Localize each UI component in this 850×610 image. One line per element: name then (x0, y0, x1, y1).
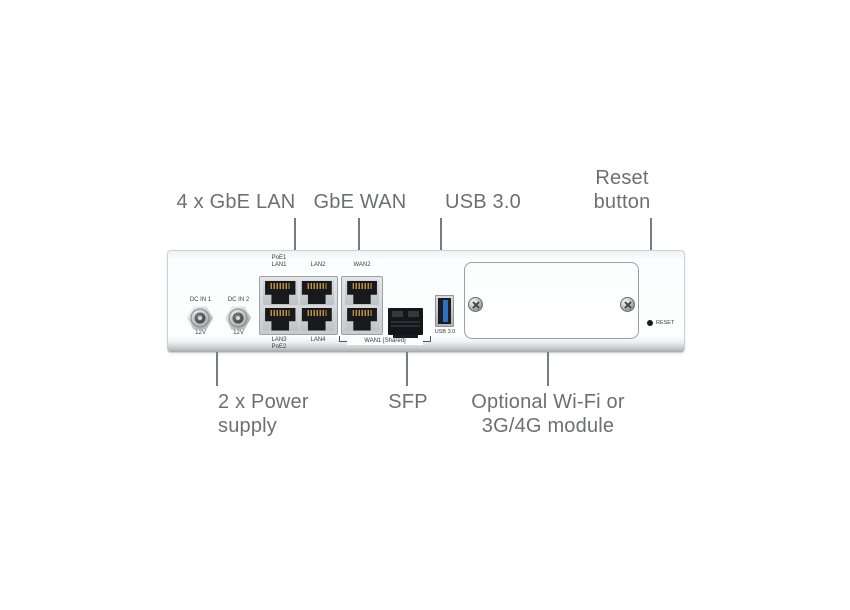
callout-power-supply: 2 x Power supply (218, 390, 388, 438)
sfp-port-detail-left (392, 311, 403, 317)
callout-gbe-wan: GbE WAN (290, 190, 430, 214)
wan1-port (345, 306, 379, 331)
callout-4x-gbe-lan-text: 4 x GbE LAN (176, 191, 296, 213)
lan3-port-pins (270, 309, 290, 316)
usb-blue-tongue (443, 300, 448, 322)
lan3-port (263, 306, 298, 331)
lan3-label: LAN3 (271, 337, 287, 343)
wan2-port-pins (352, 283, 372, 289)
dc-in-2-connector (225, 305, 251, 331)
callout-reset-line2: button (593, 191, 651, 213)
wan1-shared-bracket-left-tick (339, 336, 340, 342)
device-rear-panel: DC IN 1 12V DC IN 2 12V PoE1 LAN1 LAN2 W… (167, 250, 685, 353)
usb-port-cavity (438, 298, 451, 324)
poe2-label: PoE2 (271, 344, 287, 350)
expansion-module-plate (464, 262, 639, 339)
wan-port-block (341, 276, 383, 335)
callout-sfp: SFP (338, 390, 478, 414)
sfp-port-detail-right (408, 311, 419, 317)
leader-line-wan (358, 218, 360, 256)
leader-line-module (547, 352, 549, 386)
callout-module-line2: 3G/4G module (481, 415, 615, 437)
wan2-port (345, 280, 379, 305)
dc-in-1-center-pin (198, 316, 202, 320)
callout-4x-gbe-lan: 4 x GbE LAN (166, 190, 306, 214)
lan4-label: LAN4 (310, 337, 326, 343)
poe1-label: PoE1 (271, 255, 287, 261)
leader-line-sfp (406, 352, 408, 386)
callout-power-line2: supply (218, 415, 278, 437)
dc-in-2-center-pin (236, 316, 240, 320)
wan1-shared-bracket-right-tick (430, 336, 431, 342)
wan1-shared-label: WAN1 [Shared] (347, 338, 423, 345)
leader-line-power (216, 352, 218, 386)
callout-usb-3-0-text: USB 3.0 (445, 191, 521, 213)
usb-port-label: USB 3.0 (434, 329, 456, 335)
lan-port-block (259, 276, 338, 335)
lan4-port-pins (307, 309, 327, 316)
sfp-port-latch (393, 335, 418, 339)
dc-in-1-connector (187, 305, 213, 331)
module-screw-left (468, 297, 483, 312)
lan1-port (263, 280, 298, 305)
dc-in-2-label: DC IN 2 (227, 297, 250, 303)
callout-wifi-module: Optional Wi-Fi or 3G/4G module (448, 390, 648, 438)
dc-in-2-voltage-label: 12V (233, 330, 244, 336)
usb-3-0-port (435, 295, 454, 327)
lan2-port (299, 280, 334, 305)
lan1-label: LAN1 (271, 262, 287, 268)
callout-gbe-wan-text: GbE WAN (313, 191, 407, 213)
reset-button-dot (647, 320, 653, 326)
callout-sfp-text: SFP (388, 391, 428, 413)
callout-reset-line1: Reset (595, 167, 649, 189)
sfp-port-slot (391, 321, 420, 329)
sfp-port (388, 308, 423, 339)
wan2-label: WAN2 (353, 262, 371, 268)
reset-panel-label: RESET (656, 320, 675, 326)
lan2-port-pins (307, 283, 327, 289)
callout-usb-3-0: USB 3.0 (413, 190, 553, 214)
lan4-port (299, 306, 334, 331)
dc-in-1-voltage-label: 12V (195, 330, 206, 336)
leader-line-lan (294, 218, 296, 256)
dc-in-1-label: DC IN 1 (189, 297, 212, 303)
module-screw-right (620, 297, 635, 312)
lan2-label: LAN2 (310, 262, 326, 268)
callout-reset-button: Reset button (552, 166, 692, 214)
lan1-port-pins (270, 283, 290, 289)
callout-power-line1: 2 x Power (218, 391, 309, 413)
wan1-port-pins (352, 309, 372, 316)
callout-module-line1: Optional Wi-Fi or (471, 391, 625, 413)
